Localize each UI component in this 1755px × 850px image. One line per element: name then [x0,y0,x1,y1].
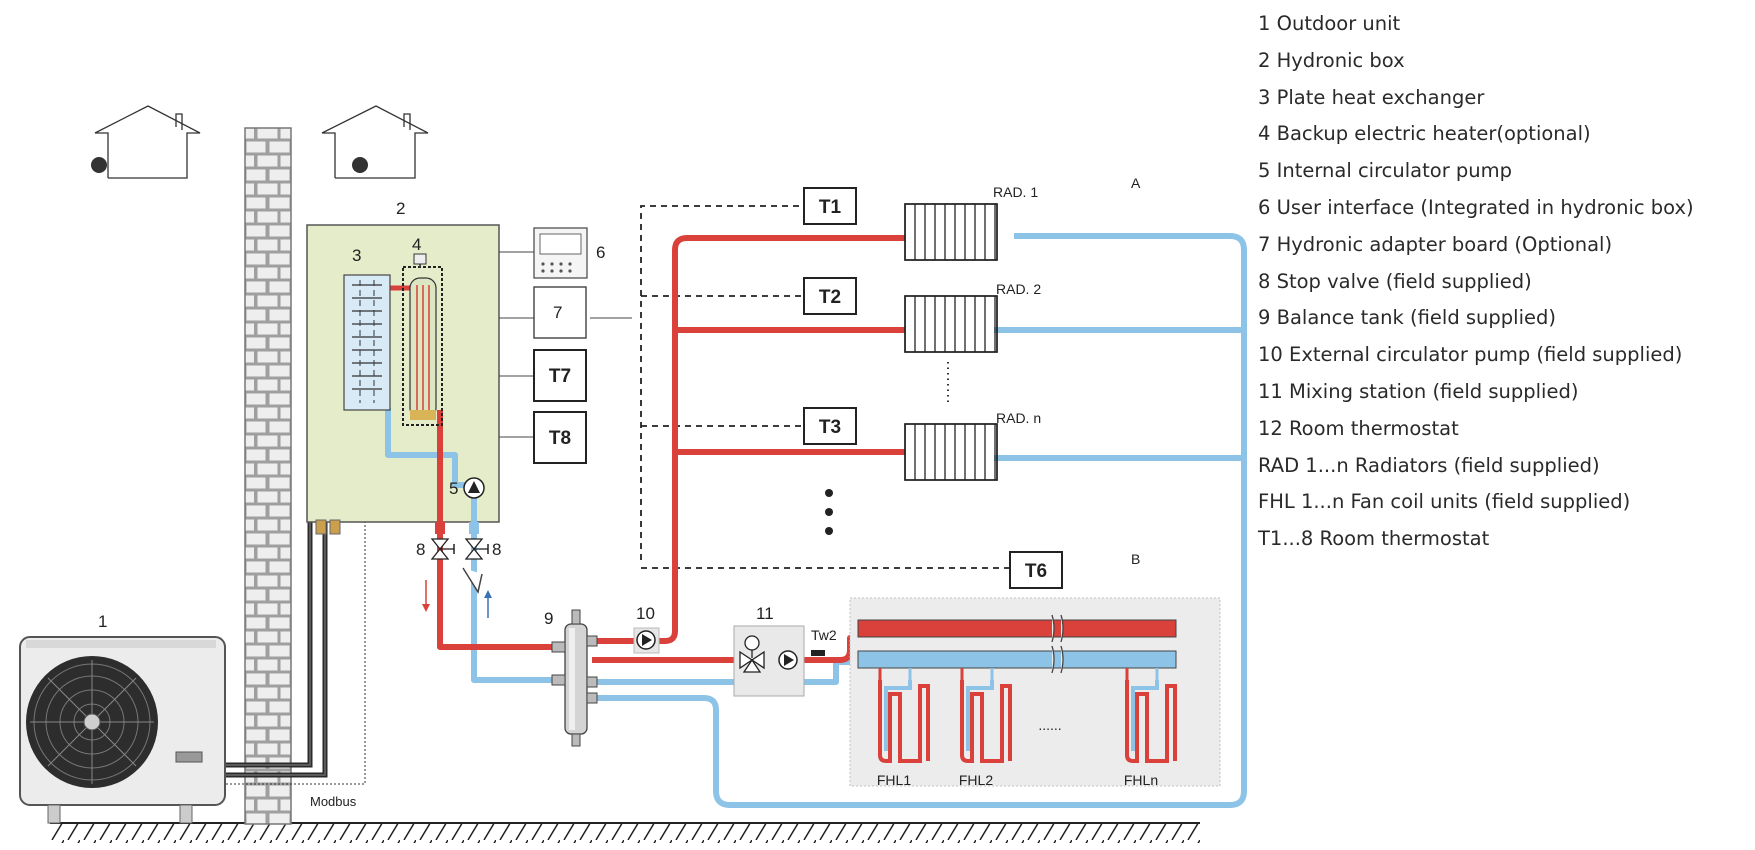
tw2-sensor [811,650,825,656]
floor-loops [878,680,1177,763]
legend-item: 12 Room thermostat [1258,416,1459,440]
legend-item: 7 Hydronic adapter board (Optional) [1258,232,1613,256]
legend-item: 11 Mixing station (field supplied) [1258,379,1579,403]
plate-heat-exchanger [343,274,391,411]
radiator-n [904,423,998,481]
ui-label: 6 [596,243,605,262]
flow-down-arrow-icon [422,580,430,612]
outdoor-unit-label: 1 [98,612,107,631]
legend-item: 3 Plate heat exchanger [1258,85,1485,109]
heater-label: 4 [412,235,421,254]
legend-item: 5 Internal circulator pump [1258,159,1513,183]
ground [50,822,1200,843]
zone-b-label: B [1131,551,1140,567]
legend-item: 1 Outdoor unit [1258,12,1401,35]
balance-tank-label: 9 [544,609,553,628]
pump-10-icon [633,627,660,654]
fhl-label-3: FHLn [1124,772,1158,788]
radiator-2 [904,295,998,353]
plate-hx-label: 3 [352,246,361,265]
pump5-label: 5 [449,479,458,498]
radn-label: RAD. n [996,410,1041,426]
t2-label: T2 [819,287,841,308]
floor-loop-2 [960,680,1012,763]
adapter-board-box [533,286,587,339]
t2-box [803,277,857,315]
floor-loop-3 [1125,680,1177,763]
mixing-station [733,625,805,697]
outdoor-unit [19,636,226,824]
t3-box [803,407,857,445]
legend-item: 4 Backup electric heater(optional) [1258,122,1591,146]
t7-box [533,349,587,402]
fhl-label-1: FHL1 [877,772,911,788]
legend-list: 1 Outdoor unit 2 Hydronic box 3 Plate heat… [1258,6,1750,558]
legend-item: FHL 1...n Fan coil units (field supplied… [1258,490,1631,514]
board-label: 7 [553,303,562,322]
t7-label: T7 [549,366,571,387]
strainer-icon [462,567,483,594]
house-right-icon [321,105,429,179]
floor-loop-1 [878,680,930,763]
thermostat-links [640,205,1010,569]
stop-valve-right-label: 8 [492,540,501,559]
backup-heater [402,253,443,426]
legend-item: 10 External circulator pump (field suppl… [1258,343,1683,367]
legend-item: T1...8 Room thermostat [1258,527,1490,551]
circuit-ellipsis [825,489,833,535]
floor-loop-labels: FHL1 FHL2 FHLn...... [877,717,1158,788]
mixing-label: 11 [756,604,774,623]
modbus-line [222,520,366,785]
floor-heating-panel [849,597,1221,787]
stop-valve-left-label: 8 [416,540,425,559]
rad1-label: RAD. 1 [993,184,1038,200]
modbus-label: Modbus [310,794,357,809]
t1-box [803,187,857,225]
t3-label: T3 [819,417,841,438]
fhl-label-2: FHL2 [959,772,993,788]
balance-tank [551,609,598,747]
house-left-icon [91,105,201,179]
user-interface [533,227,588,279]
stop-valve-right-icon [464,538,489,560]
legend-item: 2 Hydronic box [1258,48,1405,72]
fhl-ellipsis: ...... [1038,717,1061,733]
flow-up-arrow-icon [484,590,492,618]
tw2-label: Tw2 [811,627,837,643]
heating-system-diagram: FHL1 FHL2 FHLn...... 1 2 3 4 5 6 7 8 8 9 1… [19,105,1247,843]
box-connectors [499,251,632,438]
pump10-label: 10 [636,604,655,623]
legend-item: 6 User interface (Integrated in hydronic… [1258,195,1694,219]
pump-5-icon [463,477,485,499]
legend-item: 8 Stop valve (field supplied) [1258,269,1532,293]
legend-item: 9 Balance tank (field supplied) [1258,306,1556,330]
t6-box [1009,551,1063,589]
t8-label: T8 [549,428,571,449]
box-fittings [315,519,479,535]
rad2-label: RAD. 2 [996,281,1041,297]
t8-box [533,411,587,464]
t6-label: T6 [1025,561,1047,582]
t1-label: T1 [819,197,842,218]
stop-valve-left-icon [430,538,455,560]
zone-a-label: A [1131,175,1141,191]
legend-item: RAD 1...n Radiators (field supplied) [1258,453,1600,477]
brick-wall [244,127,292,825]
hydronic-box-label: 2 [396,199,405,218]
radiator-1 [904,203,998,261]
